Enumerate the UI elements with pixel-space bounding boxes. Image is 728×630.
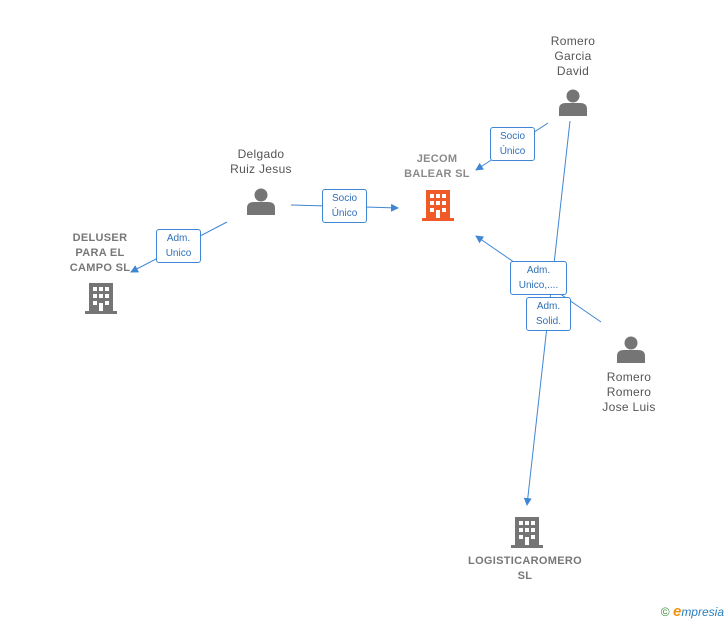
person-label-romero-romero[interactable]: Romero Romero Jose Luis bbox=[602, 370, 656, 414]
edge-label-adm-unico-more: Adm. Unico,.... bbox=[510, 261, 567, 295]
company-label-deluser[interactable]: DELUSER PARA EL CAMPO SL bbox=[69, 232, 131, 274]
person-icon[interactable] bbox=[559, 89, 587, 117]
person-icon[interactable] bbox=[247, 188, 275, 216]
brand-logo-text: mpresia bbox=[681, 605, 724, 619]
copyright-symbol: © bbox=[660, 605, 670, 619]
brand-logo-initial: e bbox=[672, 603, 682, 620]
building-icon[interactable] bbox=[85, 283, 117, 314]
person-icon[interactable] bbox=[617, 336, 645, 364]
person-label-romero-garcia[interactable]: Romero Garcia David bbox=[550, 34, 596, 78]
edge-label-adm-solid: Adm. Solid. bbox=[526, 297, 571, 331]
company-label-logisticaromero[interactable]: LOGISTICAROMERO SL bbox=[468, 555, 582, 582]
brand-footer: © empresia bbox=[661, 603, 724, 620]
person-label-delgado[interactable]: Delgado Ruiz Jesus bbox=[230, 147, 292, 176]
building-icon[interactable] bbox=[511, 517, 543, 548]
edge-label-adm-unico: Adm. Unico bbox=[156, 229, 201, 263]
edge-label-socio-unico: Socio Único bbox=[490, 127, 535, 161]
building-icon[interactable] bbox=[422, 190, 454, 221]
edge-label-socio-unico: Socio Único bbox=[322, 189, 367, 223]
company-label-jecom[interactable]: JECOM BALEAR SL bbox=[404, 153, 470, 180]
